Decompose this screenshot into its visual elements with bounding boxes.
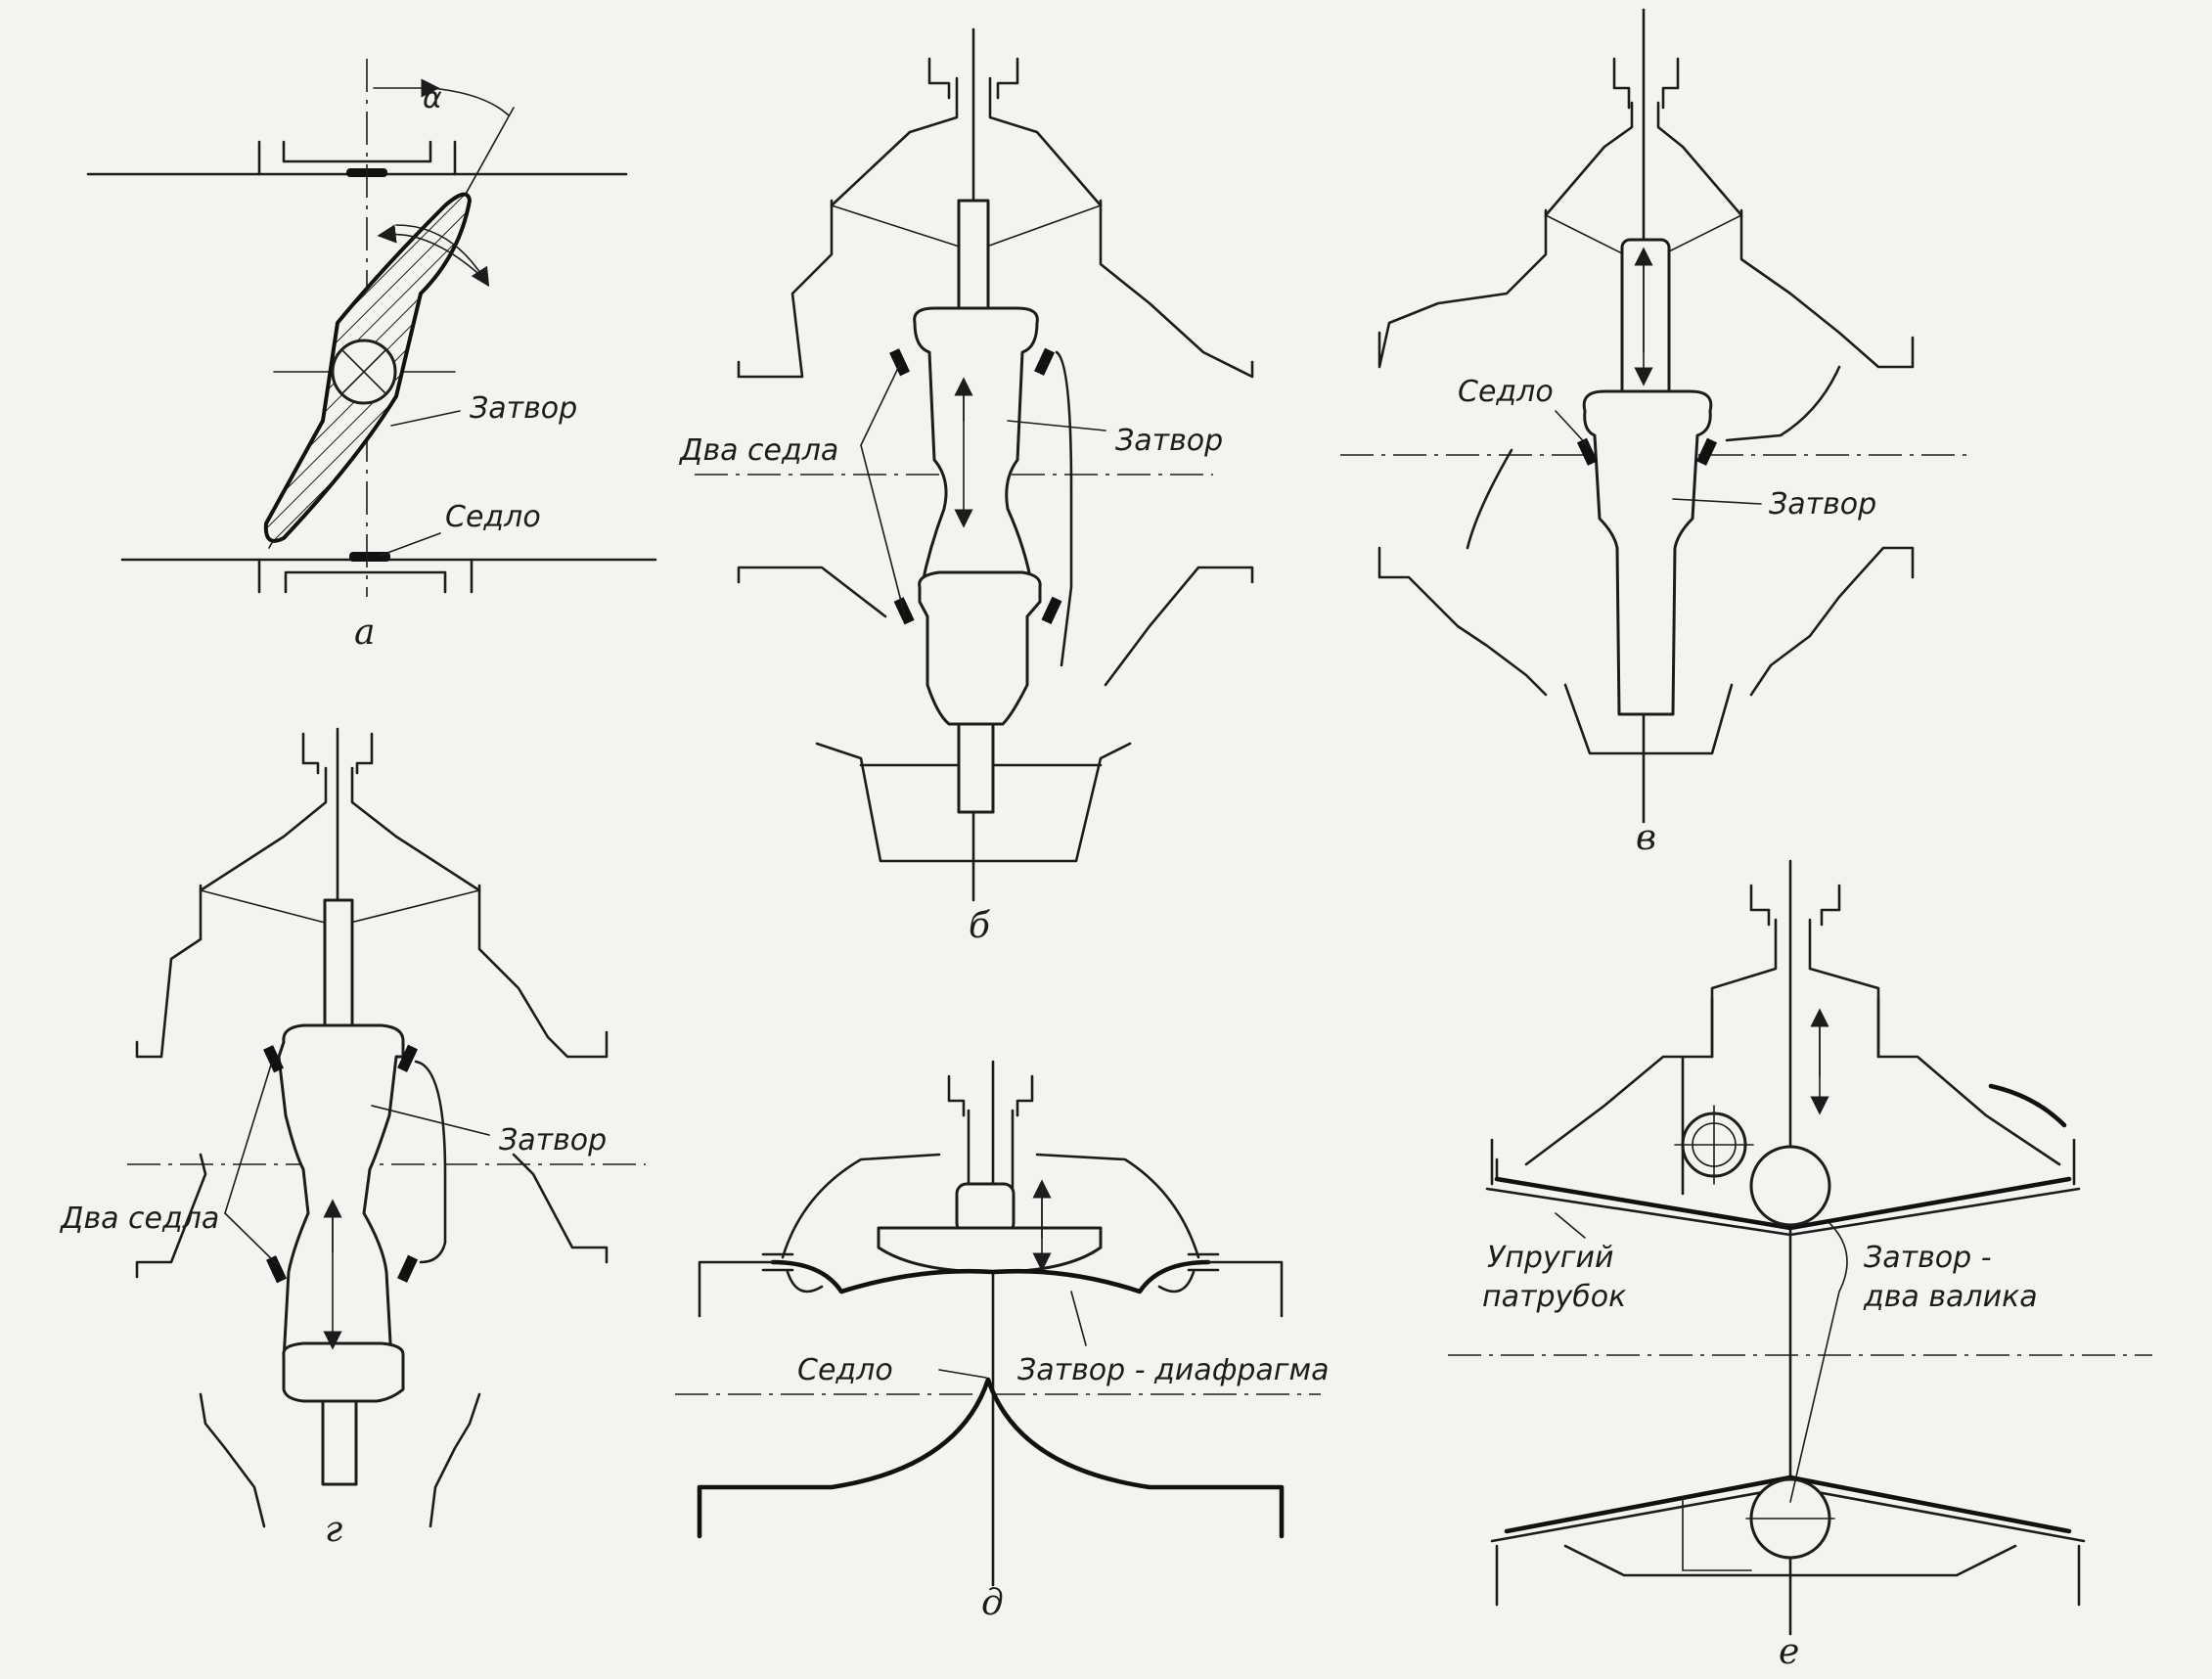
figure-d-seat-label: Седло: [797, 1353, 893, 1387]
figure-d-gate-label: Затвор - диафрагма: [1017, 1353, 1330, 1387]
figure-e-caption: е: [1779, 1632, 1799, 1672]
figure-g-seats-label: Два седла: [59, 1202, 219, 1236]
figure-b-gate-label: Затвор: [1115, 424, 1223, 458]
figure-e-sleeve-label-1: Упругий: [1487, 1241, 1613, 1275]
figure-a: α Затвор Седло а: [86, 59, 657, 653]
figure-v-seat-label: Седло: [1458, 375, 1554, 409]
figure-v: Седло Затвор в: [1340, 8, 1966, 858]
figure-a-caption: а: [354, 613, 375, 653]
figure-b: Затвор Два седла б: [678, 27, 1254, 946]
figure-g-gate-label: Затвор: [499, 1123, 607, 1157]
figure-g-caption: г: [325, 1510, 342, 1550]
figure-v-caption: в: [1636, 818, 1656, 858]
figure-a-seat-label: Седло: [445, 500, 541, 534]
figure-b-caption: б: [969, 906, 991, 946]
figure-e: Упругий патрубок Затвор - два валика е: [1448, 859, 2152, 1672]
angle-label: α: [423, 81, 442, 115]
figure-v-gate-label: Затвор: [1769, 487, 1876, 522]
figure-d: Седло Затвор - диафрагма д: [675, 1060, 1330, 1623]
figure-d-caption: д: [981, 1583, 1004, 1623]
figure-a-gate-label: Затвор: [470, 391, 577, 426]
figure-b-seats-label: Два седла: [678, 433, 838, 468]
figure-e-sleeve-label-2: патрубок: [1482, 1280, 1626, 1314]
figure-e-gate-label-1: Затвор -: [1864, 1241, 1992, 1275]
figure-e-gate-label-2: два валика: [1863, 1280, 2038, 1314]
figure-g: Затвор Два седла г: [59, 727, 646, 1550]
